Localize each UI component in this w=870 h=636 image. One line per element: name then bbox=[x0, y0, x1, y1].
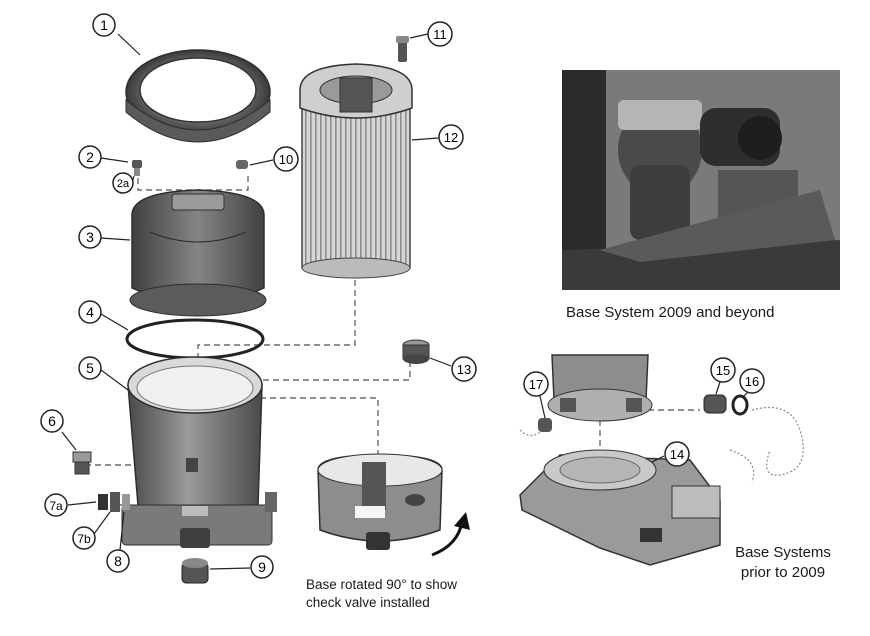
callout-labels: 1 2 2a 3 4 5 6 7a 7b 8 9 10 11 12 13 14 … bbox=[40, 13, 765, 579]
tank-lid-part bbox=[129, 189, 267, 317]
callout-7b: 7b bbox=[72, 511, 111, 550]
svg-text:5: 5 bbox=[86, 360, 94, 376]
caption-line: Base Systems bbox=[735, 544, 831, 561]
check-valve-part bbox=[402, 339, 430, 364]
svg-text:7b: 7b bbox=[77, 532, 91, 546]
air-relief-part bbox=[396, 36, 409, 62]
svg-text:10: 10 bbox=[279, 152, 293, 167]
bleeder-valve-part bbox=[132, 160, 248, 176]
callout-2a: 2a bbox=[112, 172, 135, 194]
svg-text:17: 17 bbox=[529, 377, 543, 392]
svg-text:7a: 7a bbox=[49, 499, 63, 513]
callout-5: 5 bbox=[78, 356, 129, 391]
svg-text:13: 13 bbox=[457, 362, 471, 377]
callout-3: 3 bbox=[78, 225, 131, 249]
svg-text:14: 14 bbox=[670, 447, 684, 462]
callout-6: 6 bbox=[40, 409, 77, 451]
caption-base-2009: Base System 2009 and beyond bbox=[566, 304, 775, 321]
callout-11: 11 bbox=[409, 21, 453, 47]
callout-12: 12 bbox=[411, 124, 464, 150]
callout-13: 13 bbox=[429, 356, 477, 382]
adapter-parts bbox=[98, 492, 277, 512]
svg-text:8: 8 bbox=[114, 553, 122, 569]
svg-text:2: 2 bbox=[86, 149, 94, 165]
callout-1: 1 bbox=[92, 13, 141, 56]
caption-line: check valve installed bbox=[306, 595, 430, 610]
legacy-base-system bbox=[519, 354, 804, 566]
callout-9: 9 bbox=[209, 555, 274, 579]
svg-text:12: 12 bbox=[444, 130, 458, 145]
rotated-base-part bbox=[317, 453, 470, 557]
callout-15: 15 bbox=[710, 357, 736, 395]
callout-2: 2 bbox=[78, 145, 129, 169]
caption-base-prior-2009: Base Systems prior to 2009 bbox=[718, 543, 848, 583]
svg-text:3: 3 bbox=[86, 229, 94, 245]
callout-14: 14 bbox=[651, 441, 690, 467]
svg-text:16: 16 bbox=[745, 374, 759, 389]
svg-text:6: 6 bbox=[48, 413, 56, 429]
o-ring-part bbox=[125, 318, 265, 360]
callout-8: 8 bbox=[106, 511, 130, 573]
svg-text:15: 15 bbox=[716, 363, 730, 378]
pump-base-photo bbox=[562, 70, 840, 290]
filter-cartridge-part bbox=[299, 63, 413, 279]
svg-text:9: 9 bbox=[258, 559, 266, 575]
svg-text:4: 4 bbox=[86, 304, 94, 320]
svg-text:1: 1 bbox=[100, 17, 108, 33]
drain-plug-part bbox=[72, 451, 92, 475]
tank-body-part bbox=[121, 356, 273, 548]
callout-4: 4 bbox=[78, 300, 129, 331]
union-fitting-part bbox=[181, 558, 209, 584]
svg-text:2a: 2a bbox=[117, 178, 130, 190]
callout-17: 17 bbox=[523, 371, 549, 419]
callout-7a: 7a bbox=[44, 493, 97, 517]
caption-line: prior to 2009 bbox=[740, 564, 826, 581]
caption-rotated-base: Base rotated 90° to show check valve ins… bbox=[306, 576, 506, 612]
lock-ring-part bbox=[125, 49, 271, 143]
svg-text:11: 11 bbox=[433, 27, 447, 42]
callout-16: 16 bbox=[739, 368, 765, 399]
caption-line: Base rotated 90° to show bbox=[306, 577, 457, 592]
callout-10: 10 bbox=[249, 146, 299, 172]
